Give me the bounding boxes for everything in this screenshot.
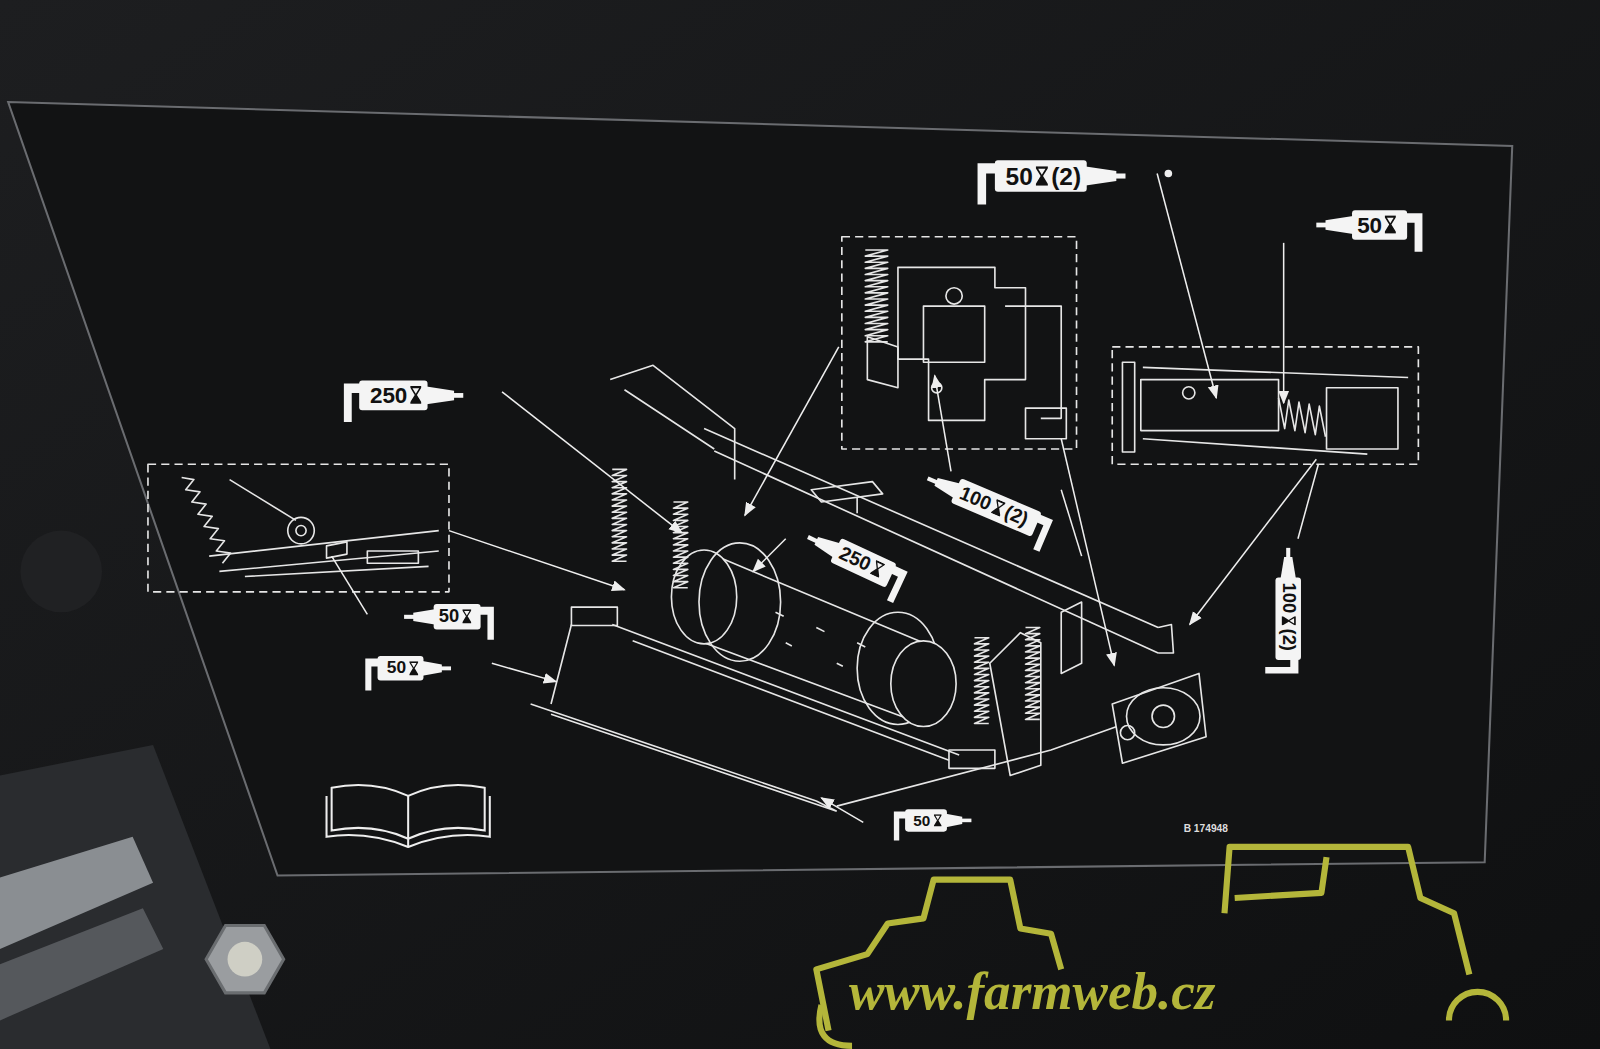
grease-gun-tag: 50 <box>1316 210 1423 240</box>
hourglass-icon <box>1281 616 1295 625</box>
hourglass-icon <box>933 814 941 826</box>
hourglass-icon <box>462 609 471 623</box>
interval-row: 50 <box>387 659 419 677</box>
interval-hours: 50 <box>439 607 459 626</box>
interval-row: 250 <box>370 383 422 407</box>
part-number: B 174948 <box>1184 822 1228 833</box>
interval-hours: 50 <box>913 812 930 828</box>
interval-hours: 50 <box>1006 163 1033 189</box>
grease-gun-shape <box>365 656 451 680</box>
point-count: (2) <box>1278 628 1297 650</box>
grease-gun-shape <box>977 160 1125 192</box>
hourglass-icon <box>1385 215 1396 233</box>
grease-gun-tag: 50 <box>365 656 451 680</box>
decal-sheet <box>8 102 1512 875</box>
hourglass-icon <box>410 386 421 404</box>
watermark-tractors <box>816 847 1506 1046</box>
grease-gun-tag: 50 (2) <box>977 160 1125 192</box>
grease-gun-shape <box>894 809 972 831</box>
interval-row: 100 (2) <box>1278 582 1297 650</box>
interval-hours: 100 <box>1278 582 1297 613</box>
interval-row: 50 <box>913 812 941 828</box>
grease-gun-tag: 100 (2) <box>1275 547 1300 673</box>
baler-pickup-drawing <box>148 237 1418 811</box>
interval-hours: 50 <box>387 659 406 677</box>
interval-hours: 50 <box>1357 213 1382 237</box>
interval-row: 50 <box>1357 213 1396 237</box>
leader-lines <box>332 170 1319 822</box>
grease-gun-tag: 250 <box>343 380 462 410</box>
interval-hours: 250 <box>370 383 407 407</box>
manual-book-icon <box>327 785 490 847</box>
grease-gun-tag: 50 <box>404 604 494 629</box>
hourglass-icon <box>409 661 418 675</box>
hourglass-icon <box>1036 166 1048 185</box>
interval-row: 50 <box>439 607 472 626</box>
watermark: www.farmweb.cz <box>849 961 1216 1021</box>
grease-gun-tag: 50 <box>894 809 971 831</box>
point-count: (2) <box>1051 163 1081 189</box>
interval-row: 50 (2) <box>1006 163 1082 189</box>
